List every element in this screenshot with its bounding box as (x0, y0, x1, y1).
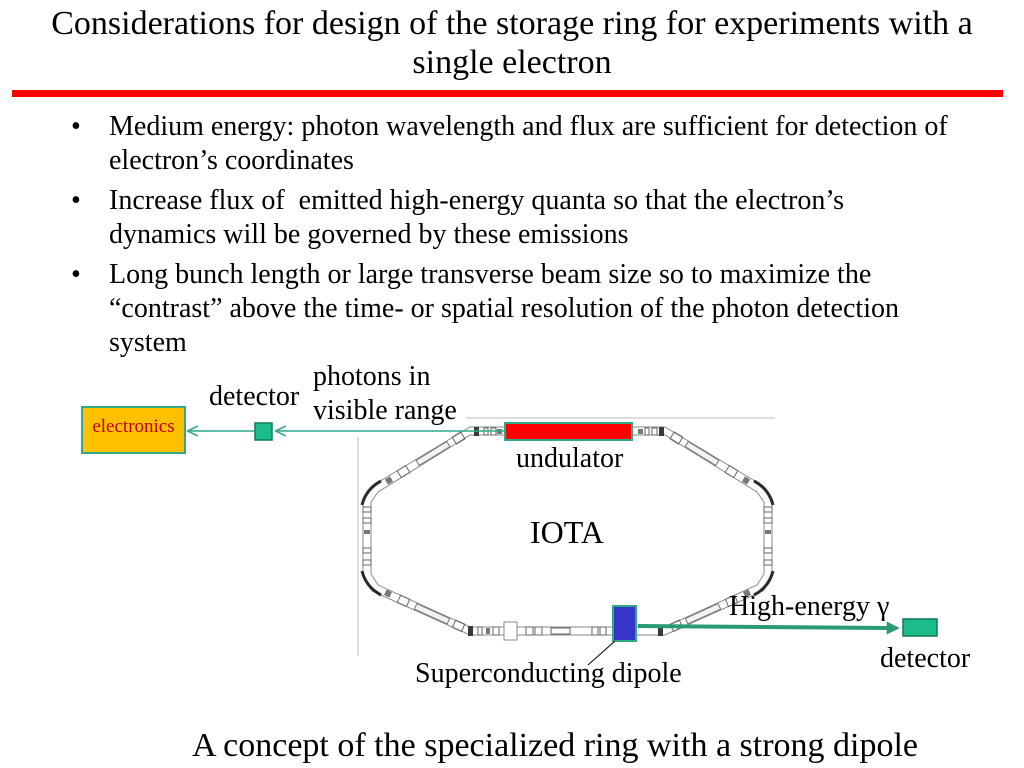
quadrupole-magnet (591, 626, 599, 636)
dipole-leader-line (587, 640, 616, 666)
bullet-line: system (109, 327, 187, 358)
bending-magnet (360, 570, 382, 597)
visible-detector-label: detector (209, 381, 300, 412)
bending-magnet (360, 479, 382, 506)
bullet-line: electron’s coordinates (109, 145, 354, 176)
lattice-element (413, 602, 451, 625)
high-energy-detector-label: detector (880, 643, 971, 674)
quadrupole-magnet (763, 517, 773, 524)
corrector-magnet (384, 476, 394, 485)
visible-photons-label: photons in visible range (313, 361, 457, 426)
corrector-magnet (364, 530, 370, 534)
bullet-marker: • (71, 185, 81, 216)
rf-cavity (503, 621, 518, 641)
corrector-magnet (743, 589, 751, 598)
superconducting-dipole (612, 605, 637, 642)
bending-magnet (753, 479, 775, 506)
quadrupole-magnet (763, 547, 773, 554)
bullet-marker: • (71, 259, 81, 290)
title-rule (12, 90, 1003, 97)
ring-name-label: IOTA (530, 514, 604, 550)
quadrupole-magnet (362, 506, 372, 513)
bullet-list: • Medium energy: photon wavelength and f… (0, 110, 1024, 366)
lattice-element (415, 440, 451, 467)
slide-title: Considerations for design of the storage… (51, 5, 973, 81)
high-energy-photons-label: High-energy γ (729, 591, 890, 622)
quadrupole-magnet (451, 431, 466, 445)
dipole-magnet-end (658, 626, 663, 636)
lattice-element (684, 602, 722, 625)
quadrupole-magnet (451, 619, 466, 633)
dipole-magnet-end (659, 427, 664, 436)
corrector-magnet (486, 628, 490, 634)
bullet-line: Medium energy: photon wavelength and flu… (109, 111, 948, 142)
visible-detector (254, 422, 273, 441)
corrector-magnet (384, 589, 392, 598)
high-energy-detector (902, 618, 938, 637)
bullet-marker: • (71, 111, 81, 142)
bullet-line: dynamics will be governed by these emiss… (109, 219, 629, 250)
quadrupole-magnet (362, 547, 372, 554)
quadrupole-magnet (525, 626, 534, 636)
bending-magnet (753, 570, 775, 597)
quadrupole-magnet (396, 594, 411, 608)
quadrupole-magnet (724, 594, 739, 608)
quadrupole-magnet (534, 626, 543, 636)
slide-caption: A concept of the specialized ring with a… (191, 727, 919, 764)
quadrupole-magnet (362, 517, 372, 524)
quadrupole-magnet (669, 431, 684, 445)
quadrupole-magnet (599, 626, 607, 636)
dipole-magnet-end (468, 626, 473, 636)
quadrupole-magnet (644, 427, 650, 436)
quadrupole-magnet (492, 626, 500, 636)
lattice-element (684, 440, 720, 467)
bullet-item: • Increase flux of emitted high-energy q… (0, 184, 1024, 252)
bullet-item: • Medium energy: photon wavelength and f… (0, 110, 1024, 178)
quadrupole-magnet (477, 626, 483, 636)
bullet-line: “contrast” above the time- or spatial re… (109, 293, 899, 324)
quadrupole-magnet (396, 464, 411, 479)
superconducting-dipole-label: Superconducting dipole (415, 658, 682, 689)
quadrupole-magnet (763, 559, 773, 566)
bullet-line: Long bunch length or large transverse be… (109, 259, 872, 290)
quadrupole-magnet (362, 559, 372, 566)
quadrupole-magnet (763, 506, 773, 513)
corrector-magnet (765, 530, 771, 534)
undulator-label: undulator (516, 443, 624, 474)
quadrupole-magnet (651, 427, 658, 436)
gamma-arrow (637, 621, 900, 635)
quadrupole-magnet (724, 464, 739, 479)
injection-element (550, 627, 571, 635)
corrector-magnet (638, 429, 643, 434)
electronics-label: electronics (92, 416, 175, 437)
electronics-box (81, 406, 186, 454)
undulator (504, 422, 633, 441)
corrector-magnet (741, 476, 751, 485)
bullet-item: • Long bunch length or large transverse … (0, 258, 1024, 360)
bullet-line: Increase flux of emitted high-energy qua… (109, 185, 844, 216)
